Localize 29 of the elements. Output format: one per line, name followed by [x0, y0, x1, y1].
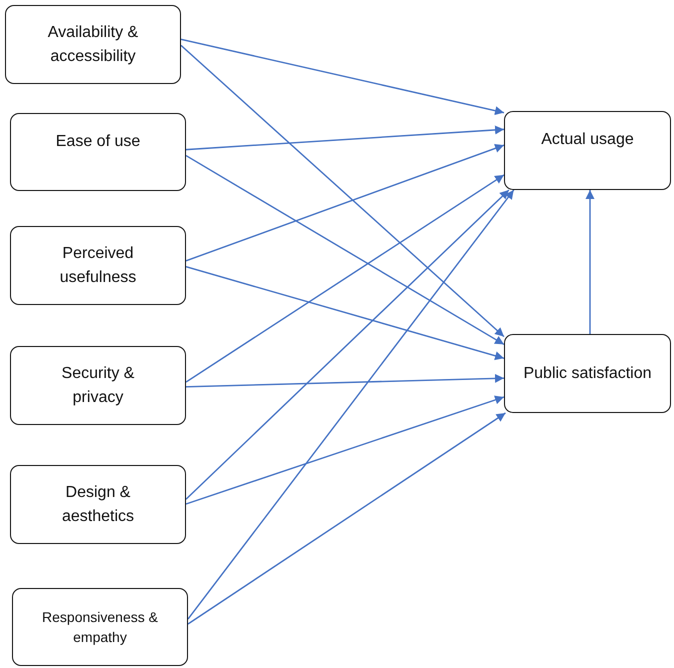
- arrow: [186, 374, 504, 388]
- arrow: [186, 396, 504, 505]
- arrow: [186, 266, 504, 360]
- process-box: [10, 113, 186, 191]
- process-box: [10, 226, 186, 305]
- box-label: Ease of use: [56, 132, 140, 152]
- process-box: [504, 111, 671, 190]
- process-box: [12, 588, 188, 666]
- box-label: Responsiveness & empathy: [41, 608, 159, 647]
- arrow: [586, 190, 594, 334]
- arrow: [180, 44, 504, 338]
- box-label: Security & privacy: [60, 364, 136, 408]
- process-box: [10, 465, 186, 544]
- arrow: [186, 154, 504, 346]
- box-label: Perceived usefulness: [58, 244, 138, 288]
- arrow: [186, 125, 504, 150]
- box-label: Design & aesthetics: [60, 483, 136, 526]
- process-box: [5, 5, 181, 84]
- box-label: Actual usage: [541, 130, 634, 150]
- process-box: [504, 334, 671, 413]
- arrow: [187, 190, 514, 620]
- arrow: [180, 38, 504, 116]
- box-label: Public satisfaction: [523, 364, 652, 384]
- box-label: Availability & accessibility: [46, 23, 140, 66]
- arrow: [186, 190, 510, 500]
- arrow: [186, 144, 504, 262]
- arrow: [188, 412, 506, 625]
- arrow: [186, 174, 504, 383]
- process-box: [10, 346, 186, 425]
